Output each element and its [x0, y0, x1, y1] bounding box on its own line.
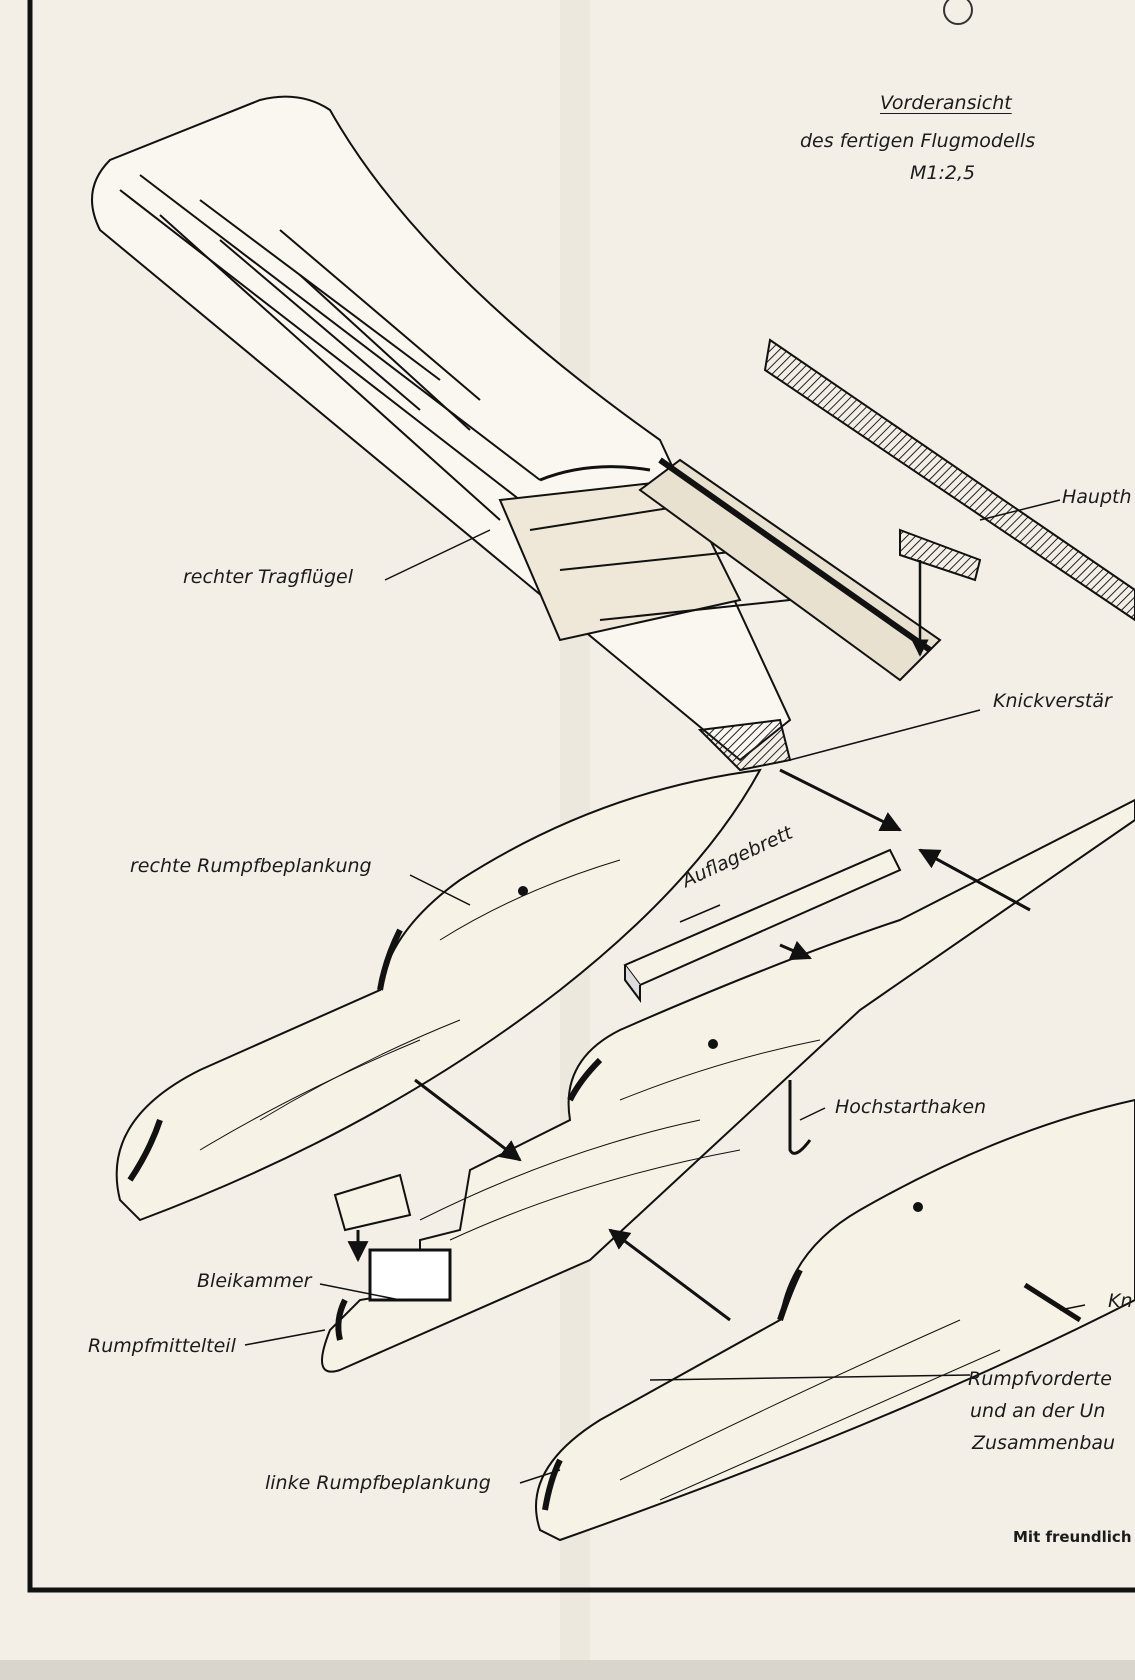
label-right-planking: rechte Rumpfbeplankung [130, 855, 372, 877]
main-spar [763, 338, 1135, 622]
lead-chamber-lid [333, 1173, 412, 1232]
frame-border [27, 0, 1135, 1593]
label-center-fuselage: Rumpfmittelteil [88, 1335, 236, 1357]
center-fuselage [321, 798, 1135, 1373]
left-fuselage-planking [535, 1098, 1135, 1542]
label-front-fuselage-1: Rumpfvorderte [968, 1368, 1112, 1390]
tow-hook [788, 1080, 812, 1155]
title-scale: M1:2,5 [910, 162, 976, 184]
leader-lines [244, 499, 1086, 1484]
small-pin [1023, 1282, 1082, 1323]
label-lead-chamber: Bleikammer [197, 1270, 312, 1292]
footer-text: Mit freundlich [1013, 1528, 1132, 1546]
label-kink-reinforcement: Knickverstär [993, 690, 1112, 712]
label-main-spar: Haupth [1062, 486, 1132, 508]
title-line-1: Vorderansicht [880, 92, 1012, 114]
bottom-strip [0, 1660, 1135, 1680]
right-wing [91, 95, 942, 772]
assembly-arrows [347, 768, 1031, 1322]
label-left-planking: linke Rumpfbeplankung [265, 1472, 491, 1494]
label-front-fuselage-2: und an der Un [970, 1400, 1106, 1422]
title-line-2: des fertigen Flugmodells [800, 130, 1036, 152]
label-front-fuselage-3: Zusammenbau [972, 1432, 1116, 1454]
label-kn: Kn [1108, 1290, 1133, 1312]
label-tow-hook: Hochstarthaken [835, 1096, 987, 1118]
label-right-wing: rechter Tragflügel [183, 566, 353, 588]
right-fuselage-planking [115, 768, 762, 1222]
support-board [623, 848, 902, 1003]
corner-mark [943, 0, 973, 25]
